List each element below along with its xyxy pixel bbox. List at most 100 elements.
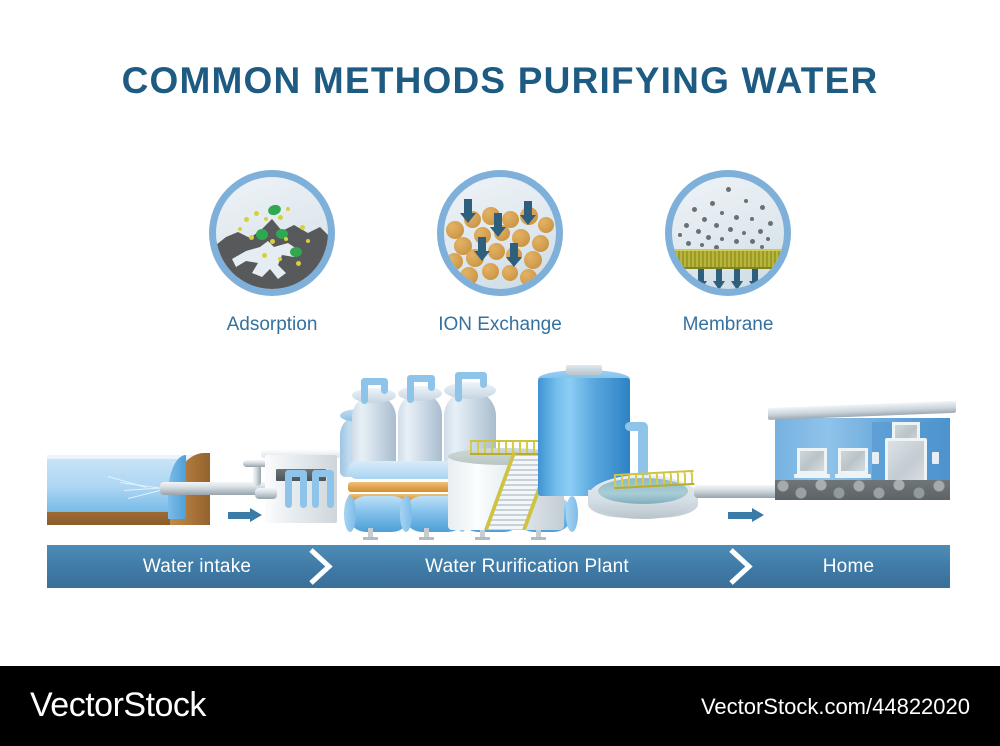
ion-yellow-dot — [286, 207, 290, 211]
method-card-adsorption[interactable]: Adsorption — [177, 170, 367, 336]
ion-yellow-dot — [249, 235, 254, 240]
resin-bead — [532, 235, 549, 252]
building-pipe — [285, 470, 307, 477]
house-window-sill — [835, 474, 871, 478]
carbon-surface-shape — [216, 219, 328, 289]
horizontal-tank-cap — [400, 496, 412, 532]
banner-label-purification-plant: Water Rurification Plant — [425, 555, 629, 577]
vectorstock-url: VectorStock.com/44822020 — [700, 694, 970, 719]
contaminant-dot — [706, 235, 711, 240]
building-pipe — [312, 470, 334, 477]
vessel-top-pipe — [381, 378, 388, 394]
resin-bead — [488, 243, 505, 260]
house-window — [797, 448, 827, 474]
resin-bead — [524, 251, 542, 269]
process-banner: Water intake Water Rurification Plant Ho… — [47, 545, 950, 588]
resin-bead — [454, 237, 472, 255]
ion-yellow-dot — [270, 239, 275, 244]
banner-stage-water-intake[interactable]: Water intake — [47, 545, 347, 588]
porch-lamp — [932, 452, 939, 464]
contaminant-dot — [720, 211, 724, 215]
horizontal-tank-cap — [344, 496, 356, 532]
contaminant-dot — [760, 205, 765, 210]
contaminant-dot — [714, 245, 719, 250]
method-label-membrane: Membrane — [682, 314, 774, 335]
flow-arrow-plant-to-home — [728, 508, 766, 522]
tank-leg — [368, 528, 373, 538]
contaminant-dot — [686, 241, 691, 246]
building-pipe — [300, 470, 307, 508]
tank-leg-foot — [419, 537, 434, 540]
filter-vessel-dome — [444, 382, 496, 399]
building-pipe — [312, 470, 319, 508]
ion-yellow-dot — [238, 227, 242, 231]
control-building-roof — [261, 449, 341, 458]
horizontal-tank-cap — [566, 496, 578, 532]
flow-arrow-intake-to-plant — [228, 508, 262, 522]
contaminant-dot — [744, 199, 748, 203]
contaminant-dot — [714, 223, 719, 228]
plant-outlet-pipe — [694, 485, 782, 498]
resin-bead — [460, 267, 478, 285]
vessel-top-pipe — [407, 375, 435, 382]
vessel-top-pipe — [361, 378, 387, 385]
intake-riser-pipe — [253, 464, 261, 486]
vessel-top-pipe — [455, 372, 462, 402]
vessel-top-pipe — [428, 375, 435, 391]
ion-yellow-dot — [264, 217, 268, 221]
ion-yellow-dot — [278, 257, 282, 261]
method-label-ion-exchange: ION Exchange — [438, 314, 562, 335]
tank-leg-foot — [363, 537, 378, 540]
intake-pipe — [160, 482, 268, 495]
contaminant-dot — [720, 237, 724, 241]
contaminant-dot — [700, 243, 704, 247]
vessel-top-pipe — [407, 375, 414, 403]
contaminant-dot — [726, 187, 731, 192]
contaminant-dot — [742, 231, 746, 235]
resin-bead — [446, 221, 464, 239]
ion-yellow-dot — [262, 253, 267, 258]
porch-lamp — [872, 452, 879, 464]
intake-pipe-flange — [243, 460, 271, 467]
resin-bead — [502, 265, 518, 281]
storage-tank-outlet-pipe — [625, 422, 647, 431]
resin-bead — [520, 269, 537, 286]
membrane-filter-icon — [665, 170, 791, 296]
adsorption-carbon-icon — [209, 170, 335, 296]
banner-stage-purification-plant[interactable]: Water Rurification Plant — [347, 545, 707, 588]
filter-vessel-dome — [398, 386, 442, 401]
contaminant-dot — [734, 239, 739, 244]
ion-yellow-dot — [296, 261, 301, 266]
vectorstock-logo: VectorStock — [30, 686, 206, 724]
contaminant-dot — [750, 239, 755, 244]
building-pipe — [285, 470, 292, 508]
contaminant-dot — [692, 207, 697, 212]
ion-exchange-beads-icon — [437, 170, 563, 296]
contaminant-dot — [750, 217, 754, 221]
vessel-top-pipe — [480, 372, 487, 388]
contaminant-dot — [768, 221, 773, 226]
contaminant-dot — [696, 229, 701, 234]
resin-bead — [502, 211, 519, 228]
banner-stage-home[interactable]: Home — [747, 545, 950, 588]
contaminant-dot — [702, 217, 707, 222]
contaminant-dot — [684, 223, 689, 228]
adsorbate-green-dot — [290, 247, 302, 257]
contaminant-dot — [760, 245, 764, 249]
method-card-ion-exchange[interactable]: ION Exchange — [405, 170, 595, 336]
ion-yellow-dot — [254, 211, 259, 216]
tank-leg-foot — [531, 537, 546, 540]
house-stone-foundation — [775, 480, 950, 500]
storage-tank-downcomer — [638, 422, 648, 484]
tank-leg-foot — [475, 537, 490, 540]
house-window — [838, 448, 868, 474]
method-card-membrane[interactable]: Membrane — [633, 170, 823, 336]
membrane-layer — [672, 249, 784, 269]
chevron-separator-icon — [305, 545, 339, 588]
plant-inlet-pipe — [255, 488, 277, 499]
contaminant-dot — [758, 229, 763, 234]
horizontal-tank — [348, 496, 410, 532]
ion-yellow-dot — [306, 239, 310, 243]
ion-yellow-dot — [300, 225, 305, 230]
